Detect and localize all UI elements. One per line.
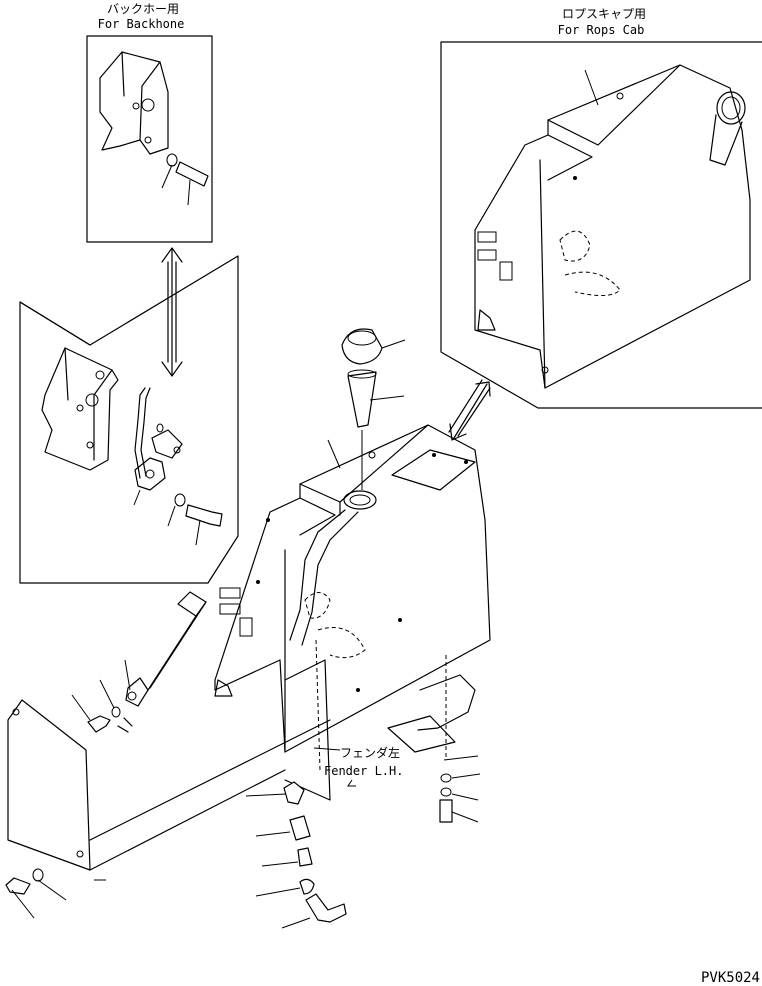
backhoe-label-jp: バックホー用 [107,2,179,16]
cover-plate [7,699,91,871]
backhoe-inset-frame [86,35,213,243]
swap-arrow-diagonal [448,379,491,441]
drain-hose [305,893,347,923]
fender-label-jp: フェンダ左 [340,745,400,760]
backhoe-label-en: For Backhone [98,17,185,31]
drain-valve [134,457,166,491]
fuel-cap [341,328,406,365]
fuel-tank [214,424,491,801]
fender-label-en: Fender L.H. [324,764,403,778]
backhoe-bracket [99,51,169,155]
tank-body [214,424,491,753]
filler-ring [343,490,377,510]
fuel-strainer [347,369,405,490]
drain-fittings [245,781,347,929]
backhoe-inset: バックホー用 For Backhone [86,2,213,243]
rops-inset: ロプスキャプ用 For Rops Cab [440,7,762,409]
left-bolt [71,679,121,733]
fender-label: フェンダ左 Fender L.H. [313,745,403,787]
step [417,674,476,731]
bolt [175,161,209,187]
pipe-inset-frame [19,255,239,584]
swap-arrow-vertical [161,247,183,377]
rops-filler-neck [716,91,746,125]
pipe-inset [19,255,239,584]
rops-tank [474,64,751,389]
sight-gauge [117,591,207,733]
rops-label-en: For Rops Cab [558,23,645,37]
filler-pipe [289,509,346,641]
step-bracket [387,655,481,823]
washer [166,153,178,167]
side-cover [5,699,331,919]
drawing-code: PVK5024 [701,970,760,986]
rops-label-jp: ロプスキャプ用 [562,7,646,21]
fender [284,659,331,801]
rops-inset-frame [440,41,762,409]
tank-cover-plate [391,449,476,491]
drain-pipe [134,387,146,479]
